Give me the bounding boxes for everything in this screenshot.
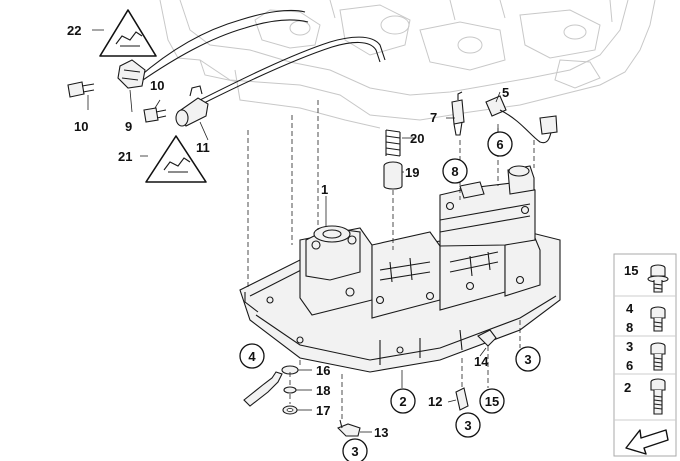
svg-text:6: 6 [496, 137, 503, 152]
svg-text:3: 3 [351, 444, 358, 459]
panel-label-4: 4 [626, 301, 634, 316]
callout-22: 22 [67, 23, 81, 38]
callout-4-circled: 4 [239, 343, 265, 369]
svg-text:4: 4 [248, 349, 256, 364]
callout-19: 19 [405, 165, 419, 180]
callout-2-circled: 2 [390, 388, 416, 414]
callout-14: 14 [474, 354, 489, 369]
svg-text:3: 3 [524, 352, 531, 367]
callout-1: 1 [321, 182, 328, 197]
callout-labels: 22 10 10 9 11 21 5 7 20 19 1 16 18 17 13… [67, 23, 509, 440]
callout-8-circled: 8 [442, 158, 468, 184]
callout-3-circled-bottom: 3 [342, 438, 368, 461]
speed-sensor [175, 85, 209, 127]
panel-label-8: 8 [626, 320, 633, 335]
wiring-harness [137, 9, 386, 105]
panel-label-3: 3 [626, 339, 633, 354]
harness-connector [117, 59, 146, 89]
svg-text:15: 15 [485, 394, 499, 409]
callout-10-upper: 10 [150, 78, 164, 93]
circled-callouts: 6 8 4 3 2 3 15 3 [239, 131, 541, 461]
callout-21: 21 [118, 149, 132, 164]
temperature-sensor [485, 95, 558, 144]
callout-11: 11 [196, 140, 210, 155]
svg-text:3: 3 [464, 418, 471, 433]
valve-body [239, 165, 561, 373]
callout-16: 16 [316, 363, 330, 378]
callout-17: 17 [316, 403, 330, 418]
sleeve [383, 161, 403, 190]
callout-12: 12 [428, 394, 442, 409]
callout-18: 18 [316, 383, 330, 398]
long-bolt-icon [650, 378, 666, 415]
assembly-lines [247, 100, 535, 420]
callout-3-circled-middle: 3 [455, 412, 481, 438]
bolt-10-left [67, 81, 95, 98]
panel-label-2: 2 [624, 380, 631, 395]
bracket-lower [243, 371, 283, 407]
medium-bolt-icon [650, 342, 666, 371]
panel-label-15: 15 [624, 263, 638, 278]
callout-20: 20 [410, 131, 424, 146]
clip-14 [477, 329, 497, 347]
flange-bolt-icon [647, 264, 669, 293]
callout-7: 7 [430, 110, 437, 125]
pressure-sensor [451, 91, 465, 136]
bolt-10-right [143, 107, 167, 123]
callout-10-lower: 10 [74, 119, 88, 134]
callout-13: 13 [374, 425, 388, 440]
spring [385, 129, 401, 157]
clip-12 [455, 387, 469, 411]
callout-9: 9 [125, 119, 132, 134]
transmission-housing-ghost [159, 0, 656, 129]
callout-5: 5 [502, 85, 509, 100]
svg-text:8: 8 [451, 164, 458, 179]
electrical-warning-icon [145, 135, 207, 183]
electrical-warning-icon [99, 9, 157, 57]
callout-15-circled: 15 [479, 388, 505, 414]
callout-6-circled: 6 [487, 131, 513, 157]
direction-arrow-icon [625, 429, 669, 455]
short-bolt-icon [650, 306, 666, 332]
svg-text:2: 2 [399, 394, 406, 409]
callout-3-circled-right: 3 [515, 346, 541, 372]
panel-label-6: 6 [626, 358, 633, 373]
clip-13 [337, 419, 361, 437]
fastener-panel: 15 4 8 3 6 2 [613, 253, 677, 457]
